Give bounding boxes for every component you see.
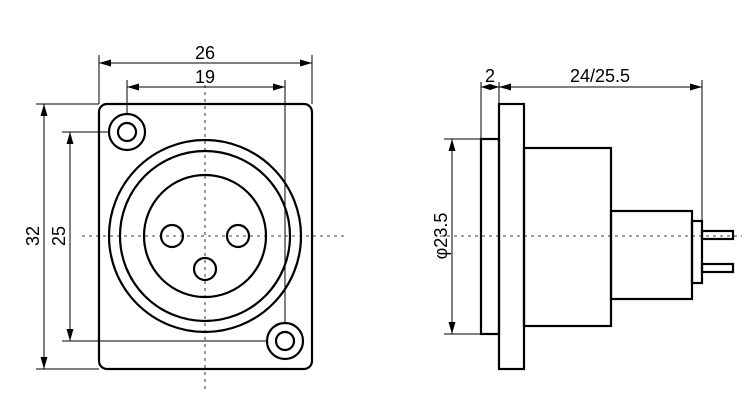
front-housing-plate (97, 102, 314, 371)
connector-outer-ring (107, 138, 303, 334)
solder-pin-lower (700, 262, 735, 274)
dim-25-arrow-bottom (66, 329, 74, 341)
dim-25-arrow-top (66, 132, 74, 144)
dim-depth-arrow-right (690, 83, 702, 91)
dim-26-arrow-left (99, 59, 111, 67)
dim-dia-arrow-bottom (448, 322, 456, 334)
front-view: 26 19 32 25 (23, 43, 345, 392)
dim-label-height-outer: 32 (23, 226, 43, 246)
dim-19-arrow-left (127, 83, 139, 91)
dim-2-arrow-right (490, 84, 499, 90)
side-rear-sleeve (609, 209, 694, 301)
mounting-hole-bottom-right-outer (265, 321, 305, 361)
mounting-hole-bottom-right-inner (274, 330, 296, 352)
side-flange (497, 102, 526, 371)
dim-32-arrow-bottom (40, 357, 48, 369)
connector-insert-face (142, 173, 268, 299)
dim-dia-arrow-top (448, 139, 456, 151)
dim-label-depth: 24/25.5 (570, 66, 630, 86)
mounting-hole-top-left-outer (107, 112, 147, 152)
mounting-hole-top-left-inner (116, 121, 138, 143)
dim-label-diameter: φ23.5 (431, 213, 451, 260)
dim-label-height-holes: 25 (49, 226, 69, 246)
connector-inner-ring (118, 149, 292, 323)
dim-26-arrow-right (300, 59, 312, 67)
pin-left (159, 223, 185, 249)
dim-label-width-holes: 19 (195, 67, 215, 87)
dim-depth-arrow-left (499, 83, 511, 91)
dim-19-arrow-right (273, 83, 285, 91)
pin-bottom (192, 256, 218, 282)
side-rear-cap (690, 219, 704, 285)
side-view: 2 24/25.5 φ23.5 (431, 66, 742, 371)
dim-2-arrow-left (481, 84, 490, 90)
dim-32-arrow-top (40, 104, 48, 116)
dim-label-width-outer: 26 (195, 43, 215, 63)
solder-pin-upper (700, 229, 735, 241)
side-bezel (479, 137, 501, 336)
side-main-body (522, 146, 613, 328)
dim-label-flange: 2 (485, 66, 495, 86)
pin-right (225, 223, 251, 249)
